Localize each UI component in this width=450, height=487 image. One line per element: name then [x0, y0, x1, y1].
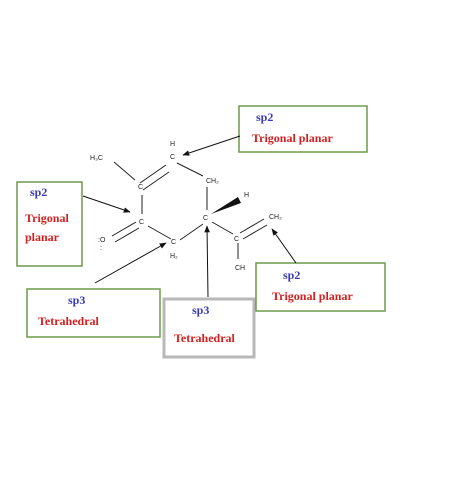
geometry-label: Tetrahedral [38, 314, 100, 328]
geometry-label-line1: Trigonal [25, 211, 69, 225]
atom-h2-bottom: H₂ [170, 253, 178, 260]
bond-ring-double-1 [139, 164, 167, 184]
bond-chiral-vinyl [211, 221, 234, 235]
bond-ring-left-bottom [147, 225, 172, 240]
geometry-label: Trigonal planar [252, 131, 333, 145]
bond-vinyl-double-1 [239, 218, 265, 234]
arrow-bottom-center [204, 225, 210, 298]
hybridization-label: sp3 [68, 293, 85, 307]
atom-ch2-right: CH₂ [206, 178, 219, 185]
atom-c-vinyl: C [234, 236, 239, 243]
atom-c-chiral: C [203, 215, 208, 222]
bond-ring-double-2 [142, 171, 170, 191]
arrow-left [82, 195, 131, 213]
bond-carbonyl-1 [111, 221, 137, 237]
label-box-bottom-left: sp3 Tetrahedral [26, 288, 161, 338]
atom-ch2-vinyl: CH₂ [269, 214, 282, 221]
atom-c-top: C [170, 154, 175, 161]
bond-carbonyl-2 [114, 227, 140, 243]
lone-pair: : [100, 245, 102, 252]
wedge-bond [211, 197, 241, 214]
atom-o-partial: :O [98, 237, 106, 244]
atom-c-left-up: C [138, 184, 143, 191]
bond-methyl [113, 161, 136, 181]
arrow-top-right [182, 135, 241, 156]
label-box-bottom-center: sp3 Tetrahedral [162, 297, 256, 359]
bond-ring-bottom-chiral [179, 223, 204, 241]
atom-c-left-mid: C [139, 219, 144, 226]
hybridization-label: sp2 [283, 268, 300, 282]
label-box-top-right: sp2 Trigonal planar [238, 105, 368, 153]
label-box-left: sp2 Trigonal planar [16, 181, 83, 267]
label-box-bottom-right: sp2 Trigonal planar [255, 262, 386, 312]
hybridization-label: sp2 [256, 110, 273, 124]
bond-ring-top-ch2 [176, 162, 204, 177]
hybridization-label: sp2 [30, 185, 47, 199]
atom-h3c: H₃C [90, 155, 103, 162]
geometry-label: Trigonal planar [272, 289, 353, 303]
atom-ch-partial: CH [235, 265, 245, 272]
atom-c-bottom: C [171, 239, 176, 246]
molecule-structure: H₃C H C C CH₂ C C H C H₂ C CH₂ CH :O : [90, 141, 282, 272]
arrow-bottom-left [94, 242, 167, 284]
arrow-bottom-right [271, 228, 297, 264]
bond-vinyl-double-2 [242, 224, 268, 240]
geometry-label: Tetrahedral [174, 331, 236, 345]
atom-h-wedge: H [244, 192, 249, 199]
pointer-arrows [82, 135, 297, 298]
atom-h-top: H [170, 141, 175, 148]
geometry-label-line2: planar [25, 230, 60, 244]
hybridization-label: sp3 [192, 303, 209, 317]
